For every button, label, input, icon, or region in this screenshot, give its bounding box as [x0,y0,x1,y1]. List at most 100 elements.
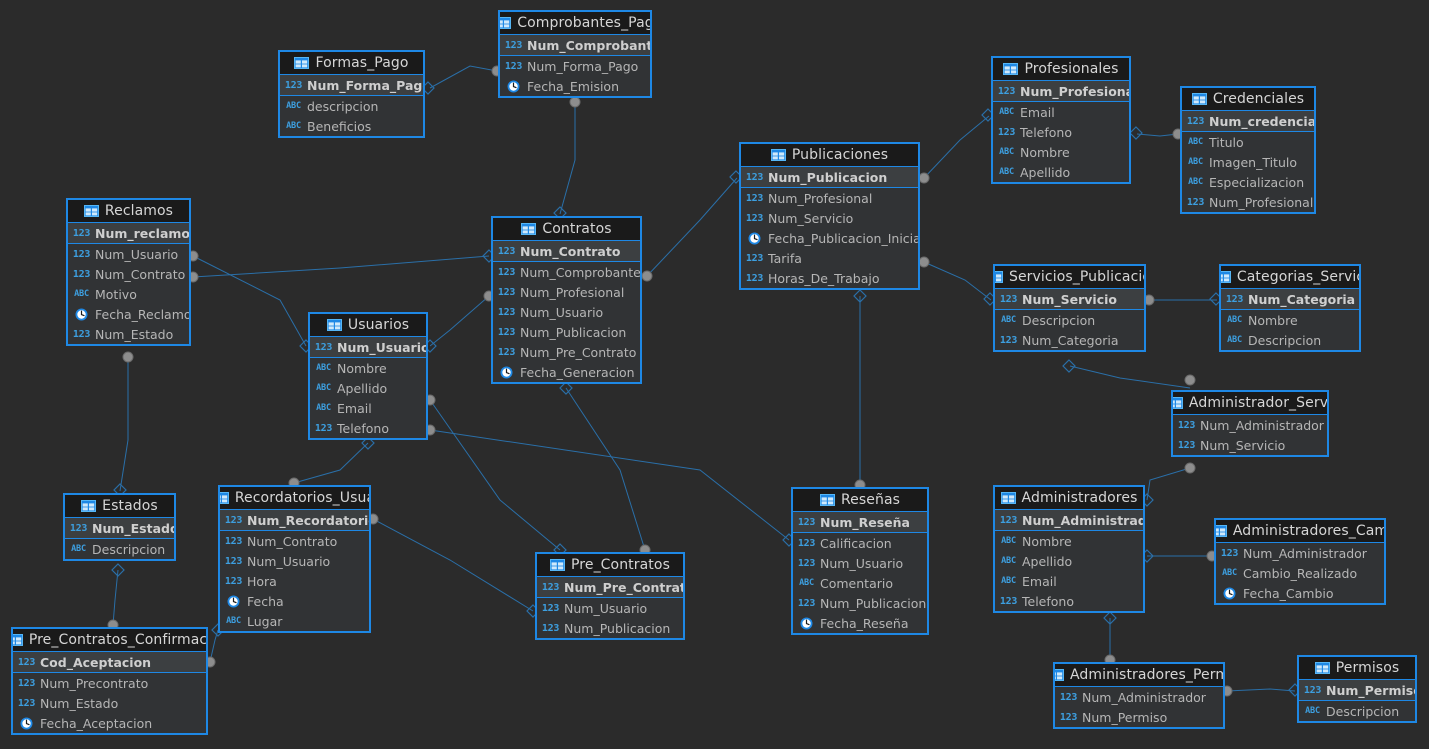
table-header[interactable]: Reseñas [793,489,927,512]
table-node-administradores[interactable]: Administradores123Num_AdministradorABCNo… [993,485,1145,613]
column-row[interactable]: Fecha_Reclamo [68,304,189,324]
table-header[interactable]: Pre_Contratos [537,554,683,577]
relationship-crowfoot-diamond[interactable] [1129,126,1143,140]
table-header[interactable]: Reclamos [68,200,189,223]
table-header[interactable]: Usuarios [310,314,426,337]
relationship-crowfoot-diamond[interactable] [111,563,125,577]
relationship-crowfoot-diamond[interactable] [1103,611,1117,625]
table-header[interactable]: Comprobantes_Pag [500,12,650,35]
table-header[interactable]: Administradores_Cam [1216,520,1384,543]
relationship-endpoint-dot[interactable] [569,96,581,108]
table-header[interactable]: Pre_Contratos_Confirmaci [13,629,206,652]
table-header[interactable]: Administrador_Servi [1173,392,1327,415]
relationship-endpoint-dot[interactable] [1184,462,1196,474]
table-header[interactable]: Administradores_Perm [1055,664,1223,687]
relationship-crowfoot-diamond[interactable] [1062,359,1076,373]
table-header[interactable]: Administradores [995,487,1143,510]
column-row[interactable]: Fecha_Cambio [1216,583,1384,603]
column-row[interactable]: Fecha_Aceptacion [13,713,206,733]
column-row[interactable]: Fecha_Generacion [493,362,640,382]
table-header[interactable]: Categorias_Servic [1221,266,1359,289]
table-header[interactable]: Servicios_Publicacio [995,266,1144,289]
table-header[interactable]: Estados [65,495,174,518]
column-row[interactable]: Fecha_Publicacion_Inicial [741,228,918,248]
relationship-endpoint-dot[interactable] [1184,374,1196,386]
table-header[interactable]: Formas_Pago [280,52,423,75]
